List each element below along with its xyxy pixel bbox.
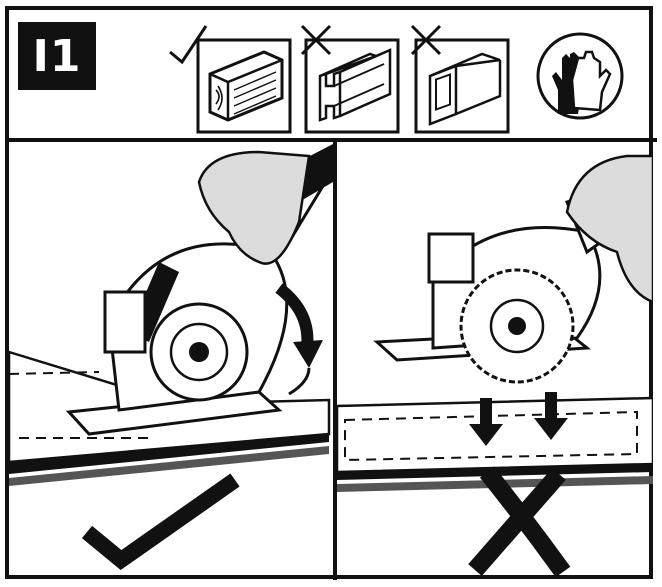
down-arrows-icon [469, 392, 568, 446]
incorrect-cut-panel [337, 154, 653, 575]
x-small-icon [300, 24, 332, 56]
header-icons [169, 24, 624, 134]
circular-saw [65, 144, 333, 436]
solid-wood-icon [169, 25, 292, 134]
hand-glove [197, 150, 311, 265]
check-small-icon [169, 25, 208, 65]
hand-glove [565, 154, 653, 304]
curved-arrow-icon [275, 283, 323, 368]
checkmark-icon [81, 473, 240, 571]
panel-divider [333, 140, 337, 580]
x-small-icon [410, 24, 442, 56]
hollow-profile-icon [410, 24, 510, 134]
gloves-icon [536, 32, 624, 120]
step-label: I1 [18, 22, 96, 90]
header-divider [5, 138, 657, 142]
circular-saw [373, 180, 646, 384]
x-mark-icon [468, 466, 571, 575]
extrusion-profile-icon [300, 24, 400, 134]
correct-cut-panel [9, 144, 333, 571]
